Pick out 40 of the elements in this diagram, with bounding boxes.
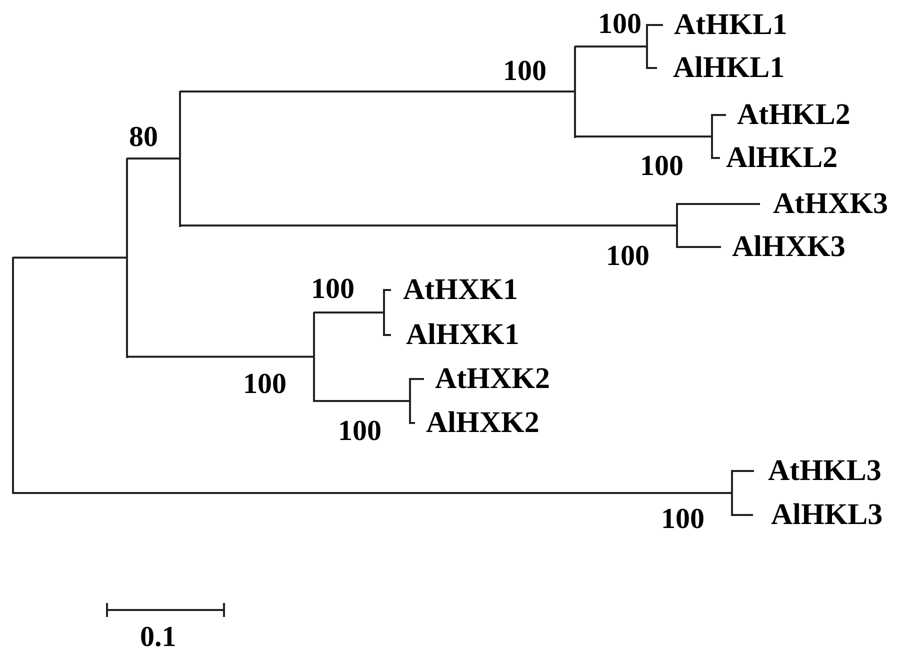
leaf-label: AtHXK1 xyxy=(391,274,518,306)
branch-line xyxy=(647,67,657,69)
leaf-label: AtHKL1 xyxy=(663,9,788,41)
bootstrap-value: 100 xyxy=(606,241,650,271)
branch-line xyxy=(647,24,663,26)
branch-line xyxy=(314,400,410,402)
branch-line xyxy=(677,246,721,248)
bootstrap-value: 100 xyxy=(243,369,286,399)
leaf-label: AtHKL2 xyxy=(726,99,850,131)
branch-line xyxy=(732,514,753,516)
leaf-label: AlHKL2 xyxy=(720,142,838,174)
branch-line xyxy=(13,492,732,494)
branch-line xyxy=(314,312,384,314)
bootstrap-value: 100 xyxy=(640,151,684,181)
branch-line xyxy=(13,256,127,259)
leaf-label: AlHKL1 xyxy=(657,52,785,84)
branch-line xyxy=(180,90,575,92)
leaf-label: AlHXK3 xyxy=(721,231,846,263)
branch-line xyxy=(127,356,314,358)
branch-line xyxy=(712,114,726,116)
bootstrap-value: 100 xyxy=(598,9,642,39)
bootstrap-value: 80 xyxy=(129,122,158,152)
bootstrap-value: 100 xyxy=(661,504,704,534)
branch-line xyxy=(575,46,647,48)
bootstrap-value: 100 xyxy=(338,416,382,446)
branch-line xyxy=(127,158,180,160)
leaf-label: AlHXK1 xyxy=(391,319,520,351)
branch-line xyxy=(180,224,677,226)
branch-line xyxy=(575,136,712,138)
branch-line xyxy=(732,470,754,472)
leaf-label: AlHKL3 xyxy=(753,499,883,531)
bootstrap-value: 100 xyxy=(311,274,354,304)
leaf-label: AtHKL3 xyxy=(754,455,882,487)
branch-line xyxy=(410,378,424,380)
branch-line xyxy=(677,203,760,205)
bootstrap-value: 100 xyxy=(503,56,546,86)
leaf-label: AlHXK2 xyxy=(415,407,540,439)
leaf-label: AtHXK2 xyxy=(424,363,550,395)
leaf-label: AtHXK3 xyxy=(760,188,888,220)
scale-label: 0.1 xyxy=(140,622,176,652)
